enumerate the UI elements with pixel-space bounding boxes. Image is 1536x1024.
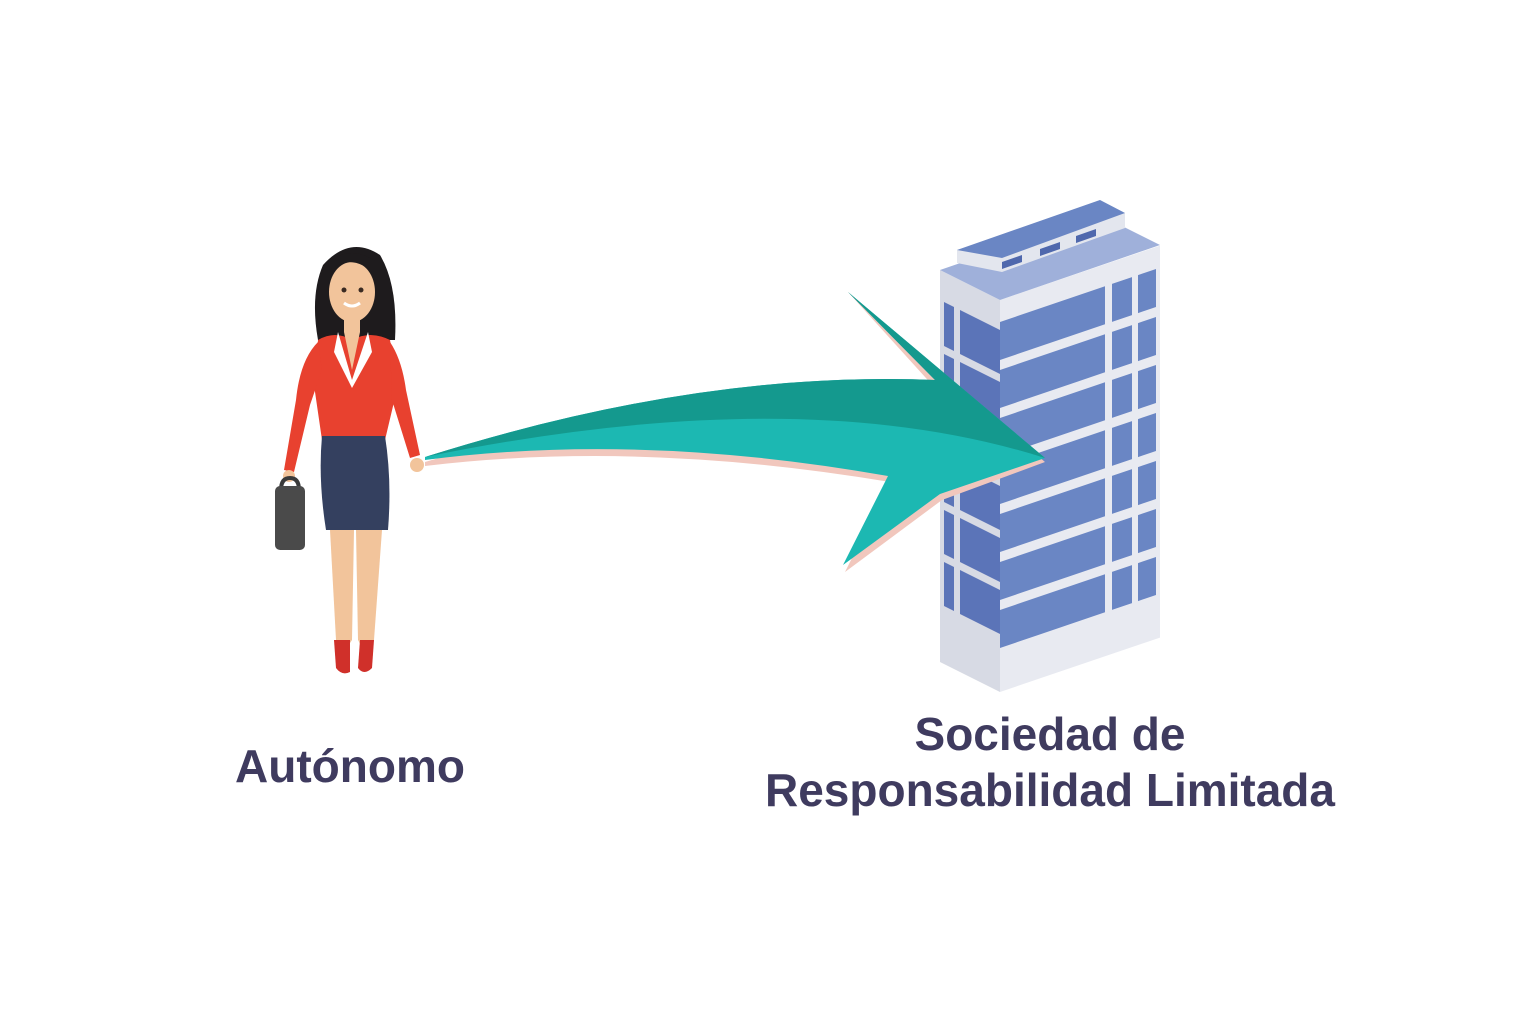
businesswoman-figure — [275, 247, 424, 674]
label-sociedad-line2: Responsabilidad Limitada — [765, 764, 1335, 816]
label-sociedad: Sociedad de Responsabilidad Limitada — [700, 706, 1400, 818]
label-autonomo: Autónomo — [235, 740, 465, 792]
label-sociedad-line1: Sociedad de — [914, 708, 1186, 760]
transition-arrow — [425, 292, 1045, 572]
briefcase-icon — [275, 475, 305, 550]
